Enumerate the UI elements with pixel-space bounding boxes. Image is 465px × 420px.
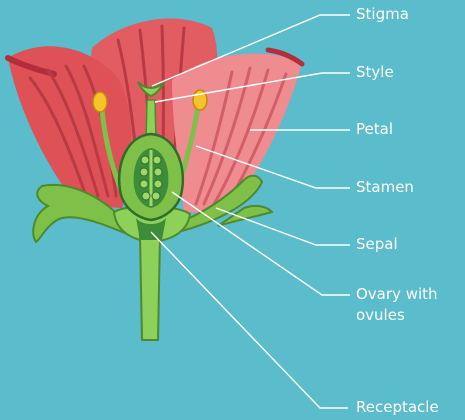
- label-petal: Petal: [356, 120, 393, 139]
- label-style: Style: [356, 63, 394, 82]
- label-stamen: Stamen: [356, 178, 414, 197]
- leader-receptacle: [151, 232, 348, 408]
- label-stigma: Stigma: [356, 5, 409, 24]
- label-ovary-line1: Ovary with: [356, 285, 438, 304]
- label-sepal: Sepal: [356, 235, 398, 254]
- label-receptacle: Receptacle: [356, 398, 439, 417]
- anther-left: [93, 92, 107, 112]
- label-ovary-line2: ovules: [356, 306, 405, 325]
- stem: [140, 236, 160, 340]
